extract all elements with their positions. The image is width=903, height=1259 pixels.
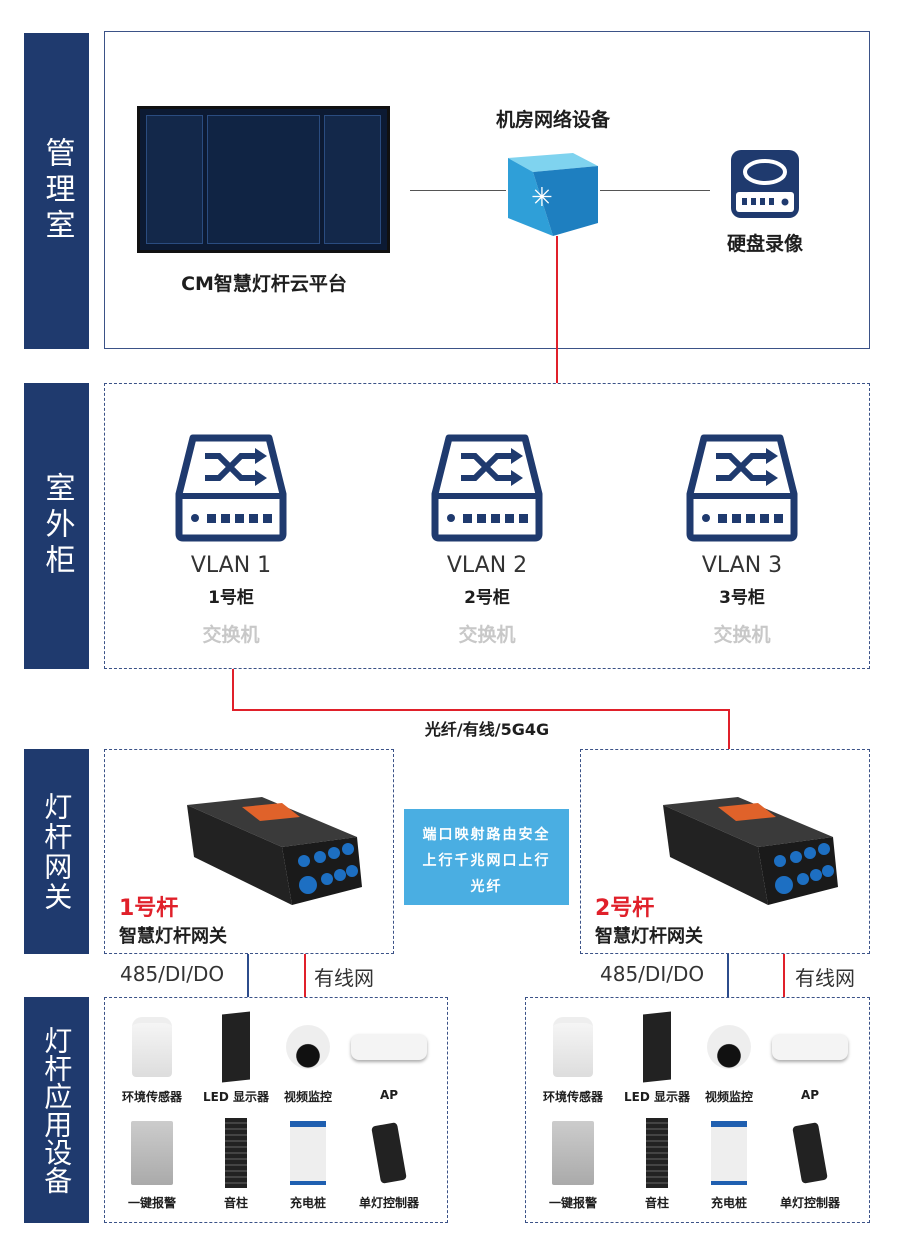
device-image xyxy=(617,1118,697,1188)
section-label-gateway: 灯杆网关 xyxy=(24,749,89,954)
gateway-name: 智慧灯杆网关 xyxy=(595,926,703,947)
gateway-box xyxy=(104,749,394,954)
device-label: 音柱 xyxy=(223,1196,248,1210)
device-image xyxy=(268,1012,348,1082)
device-item: LED 显示器 xyxy=(617,1011,697,1105)
svg-text:✳: ✳ xyxy=(531,183,553,213)
gateway-name: 智慧灯杆网关 xyxy=(119,926,227,947)
pole-number: 2号杆 xyxy=(595,896,655,921)
nvr-label: 硬盘录像 xyxy=(726,233,804,255)
device-item: 单灯控制器 xyxy=(349,1118,429,1211)
device-item: 视频监控 xyxy=(689,1012,769,1105)
feature-line: 上行千兆网口上行 xyxy=(422,853,551,869)
wired-label: 有线网 xyxy=(795,966,855,990)
network-label: 机房网络设备 xyxy=(495,109,611,131)
io-label: 485/DI/DO xyxy=(120,962,225,986)
device-item: 环境传感器 xyxy=(112,1012,192,1105)
device-item: 视频监控 xyxy=(268,1012,348,1105)
switch-icon xyxy=(175,434,287,542)
cabinet-box xyxy=(104,383,870,669)
feature-line: 光纤 xyxy=(470,879,503,895)
gateway-box xyxy=(580,749,870,954)
device-label: 一键报警 xyxy=(548,1196,597,1210)
device-image xyxy=(196,1011,276,1083)
devices-box xyxy=(104,997,448,1223)
vlan-label: VLAN 3 xyxy=(701,553,783,578)
device-image xyxy=(689,1118,769,1188)
device-image xyxy=(533,1118,613,1188)
vlan-label: VLAN 2 xyxy=(446,553,528,578)
device-label: 一键报警 xyxy=(127,1196,176,1210)
device-label: 充电桩 xyxy=(710,1196,747,1210)
device-label: 单灯控制器 xyxy=(358,1196,419,1210)
device-label: AP xyxy=(800,1088,820,1102)
section-label-cabinet: 室外柜 xyxy=(24,383,89,669)
device-item: 一键报警 xyxy=(112,1118,192,1211)
section-label-mgmt: 管理室 xyxy=(24,33,89,349)
switch-label: 交换机 xyxy=(713,624,771,646)
core-switch-cube-icon: ✳ xyxy=(508,153,598,236)
device-image xyxy=(770,1012,850,1082)
device-item: 充电桩 xyxy=(268,1118,348,1211)
device-item: 音柱 xyxy=(617,1118,697,1211)
device-image xyxy=(770,1118,850,1188)
device-image xyxy=(349,1118,429,1188)
switch-icon xyxy=(431,434,543,542)
device-image xyxy=(112,1118,192,1188)
device-item: 单灯控制器 xyxy=(770,1118,850,1211)
dashboard-screen xyxy=(137,106,390,253)
device-image xyxy=(349,1012,429,1082)
platform-label: CM智慧灯杆云平台 xyxy=(181,273,347,295)
device-item: 一键报警 xyxy=(533,1118,613,1211)
device-label: 充电桩 xyxy=(289,1196,326,1210)
device-label: 视频监控 xyxy=(283,1090,332,1104)
device-image xyxy=(689,1012,769,1082)
device-image xyxy=(617,1011,697,1083)
switch-label: 交换机 xyxy=(458,624,516,646)
device-label: 视频监控 xyxy=(704,1090,753,1104)
device-item: AP xyxy=(349,1012,429,1102)
device-label: 环境传感器 xyxy=(542,1090,603,1104)
device-item: 环境传感器 xyxy=(533,1012,613,1105)
pole-number: 1号杆 xyxy=(119,896,179,921)
vlan-label: VLAN 1 xyxy=(190,553,272,578)
device-label: 音柱 xyxy=(644,1196,669,1210)
io-label: 485/DI/DO xyxy=(600,962,705,986)
cabinet-number: 1号柜 xyxy=(208,588,254,608)
cabinet-number: 2号柜 xyxy=(464,588,510,608)
feature-line: 端口映射路由安全 xyxy=(422,827,551,843)
switch-label: 交换机 xyxy=(202,624,260,646)
device-label: LED 显示器 xyxy=(624,1090,690,1104)
switch-icon xyxy=(686,434,798,542)
device-image xyxy=(196,1118,276,1188)
device-item: 音柱 xyxy=(196,1118,276,1211)
cabinet-number: 3号柜 xyxy=(719,588,765,608)
devices-box xyxy=(525,997,870,1223)
gateway-device-image xyxy=(663,797,838,905)
device-label: AP xyxy=(379,1088,399,1102)
device-label: LED 显示器 xyxy=(203,1090,269,1104)
device-item: 充电桩 xyxy=(689,1118,769,1211)
wired-label: 有线网 xyxy=(314,966,374,990)
device-label: 环境传感器 xyxy=(121,1090,182,1104)
device-label: 单灯控制器 xyxy=(779,1196,840,1210)
section-label-devices: 灯杆应用设备 xyxy=(24,997,89,1223)
nvr-disk-icon xyxy=(731,150,799,218)
link-type-label: 光纤/有线/5G4G xyxy=(424,720,550,739)
mgmt-room-box xyxy=(104,31,870,349)
device-item: LED 显示器 xyxy=(196,1011,276,1105)
device-item: AP xyxy=(770,1012,850,1102)
device-image xyxy=(268,1118,348,1188)
device-image xyxy=(533,1012,613,1082)
features-box: 端口映射路由安全 上行千兆网口上行 光纤 xyxy=(404,809,569,905)
gateway-device-image xyxy=(187,797,362,905)
device-image xyxy=(112,1012,192,1082)
